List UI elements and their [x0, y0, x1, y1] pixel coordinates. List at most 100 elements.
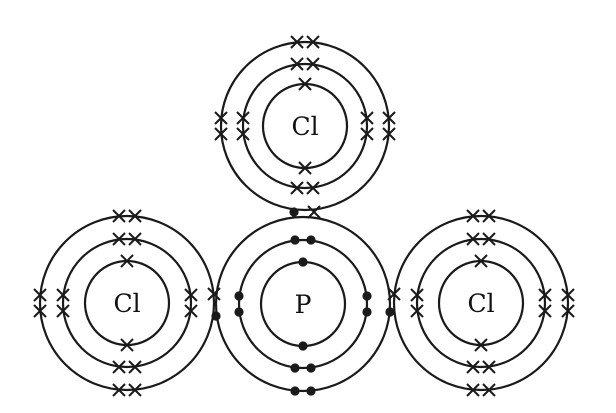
cross-stroke — [56, 304, 70, 318]
electron-shell-3 — [38, 214, 216, 392]
cl-top-atom: Cl — [219, 40, 391, 212]
cross-stroke — [112, 360, 126, 374]
electron-cross — [128, 360, 142, 374]
electron-cross — [307, 205, 321, 219]
cross-stroke — [482, 232, 496, 246]
electron-cross — [112, 383, 126, 397]
electron-cross — [112, 232, 126, 246]
electron-cross — [214, 111, 228, 125]
electron-cross — [128, 232, 142, 246]
cross-stroke — [466, 360, 480, 374]
electron-shell-2 — [415, 237, 547, 369]
electron-cross — [120, 254, 134, 268]
electron-dot — [289, 207, 299, 217]
cross-stroke — [538, 288, 552, 302]
cross-stroke — [382, 127, 396, 141]
electron-cross — [112, 360, 126, 374]
electron-dot — [362, 307, 372, 317]
cross-stroke — [128, 360, 142, 374]
cl-top-symbol: Cl — [291, 112, 318, 141]
electron-dot — [298, 257, 308, 267]
cross-stroke — [307, 205, 321, 219]
electron-shell-3 — [219, 40, 391, 212]
electron-dot — [290, 386, 300, 396]
electron-cross — [482, 209, 496, 223]
cross-stroke — [236, 111, 250, 125]
cross-stroke — [290, 181, 304, 195]
cross-stroke — [184, 288, 198, 302]
cl-left-atom: Cl — [38, 214, 216, 392]
cross-stroke — [290, 57, 304, 71]
electron-cross — [33, 304, 47, 318]
p-center-atom: P — [214, 215, 392, 393]
electron-dot — [385, 307, 395, 317]
electron-cross — [236, 127, 250, 141]
cross-stroke — [120, 338, 134, 352]
cross-stroke — [360, 127, 374, 141]
electron-cross — [112, 209, 126, 223]
cross-stroke — [306, 57, 320, 71]
cross-stroke — [474, 254, 488, 268]
electron-cross — [236, 111, 250, 125]
electron-cross — [466, 232, 480, 246]
electron-cross — [382, 127, 396, 141]
cross-stroke — [482, 209, 496, 223]
cross-stroke — [214, 127, 228, 141]
electron-cross — [290, 35, 304, 49]
cross-stroke — [112, 383, 126, 397]
electron-shell-3 — [214, 215, 392, 393]
electron-cross — [538, 304, 552, 318]
electron-cross — [482, 232, 496, 246]
cross-stroke — [298, 77, 312, 91]
electron-dot — [234, 307, 244, 317]
cross-stroke — [306, 181, 320, 195]
cross-stroke — [56, 288, 70, 302]
electron-cross — [482, 360, 496, 374]
electron-cross — [466, 360, 480, 374]
electron-cross — [290, 181, 304, 195]
cross-stroke — [298, 161, 312, 175]
electron-cross — [306, 181, 320, 195]
electron-cross — [306, 35, 320, 49]
cross-stroke — [290, 35, 304, 49]
cross-stroke — [482, 383, 496, 397]
electron-cross — [184, 304, 198, 318]
cross-stroke — [306, 35, 320, 49]
electron-cross — [184, 288, 198, 302]
cross-stroke — [214, 111, 228, 125]
electron-cross — [482, 383, 496, 397]
electron-cross — [360, 127, 374, 141]
cross-stroke — [120, 254, 134, 268]
cross-stroke — [33, 288, 47, 302]
cross-stroke — [128, 209, 142, 223]
electron-dot — [306, 363, 316, 373]
cross-stroke — [410, 288, 424, 302]
electron-dot — [234, 291, 244, 301]
electron-cross — [561, 288, 575, 302]
electron-shell-3 — [392, 214, 570, 392]
electron-cross — [410, 288, 424, 302]
electron-cross — [410, 304, 424, 318]
electron-cross — [360, 111, 374, 125]
cross-stroke — [466, 383, 480, 397]
cross-stroke — [236, 127, 250, 141]
electron-cross — [382, 111, 396, 125]
electron-cross — [128, 209, 142, 223]
cl-right-atom: Cl — [392, 214, 570, 392]
electron-shell-2 — [237, 238, 369, 370]
cross-stroke — [112, 209, 126, 223]
cl-right-symbol: Cl — [467, 289, 494, 318]
cross-stroke — [561, 288, 575, 302]
electron-dot — [362, 291, 372, 301]
electron-dot — [290, 235, 300, 245]
cross-stroke — [382, 111, 396, 125]
cross-stroke — [482, 360, 496, 374]
electron-cross — [298, 77, 312, 91]
electron-dot — [290, 363, 300, 373]
cross-stroke — [474, 338, 488, 352]
electron-dot — [306, 235, 316, 245]
electron-cross — [387, 287, 401, 301]
cross-stroke — [33, 304, 47, 318]
